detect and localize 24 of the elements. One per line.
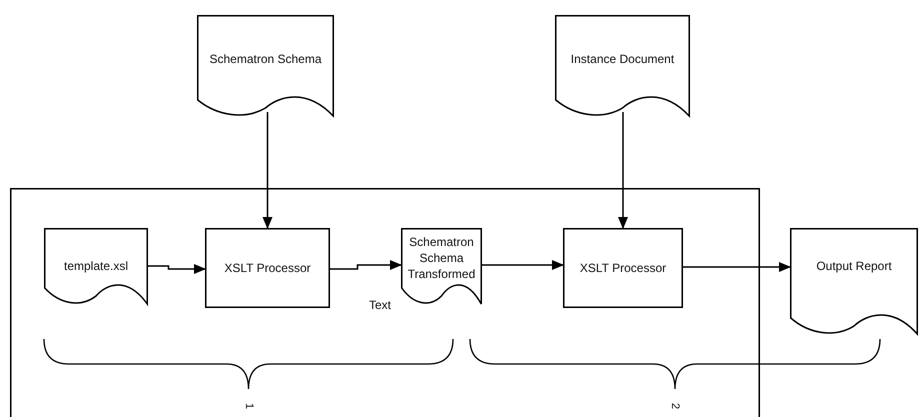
process-box: [205, 228, 330, 308]
node-label: XSLT Processor: [578, 260, 668, 276]
bracket-label: 2: [668, 402, 682, 410]
edge-label: Text: [369, 298, 392, 312]
document-shape: [790, 228, 918, 336]
arrow: [148, 264, 206, 274]
document-shape: [555, 15, 690, 118]
node-label: XSLT Processor: [223, 260, 312, 276]
node-label: Output Report: [815, 258, 893, 274]
document-shape: [401, 228, 482, 306]
arrow: [482, 260, 564, 270]
arrow: [330, 260, 402, 270]
group-frame: [10, 188, 760, 417]
node-label: Schematron Schema: [208, 51, 323, 67]
node-label: Instance Document: [570, 51, 676, 67]
document-shape: [197, 15, 334, 118]
arrow: [262, 112, 272, 229]
arrow: [683, 262, 791, 272]
bracket-label: 1: [242, 402, 256, 410]
node-label: template.xsl: [62, 258, 130, 274]
document-shape: [44, 228, 148, 306]
process-box: [563, 228, 683, 308]
node-label: Schematron Schema Transformed: [406, 234, 476, 282]
arrow: [618, 112, 628, 229]
